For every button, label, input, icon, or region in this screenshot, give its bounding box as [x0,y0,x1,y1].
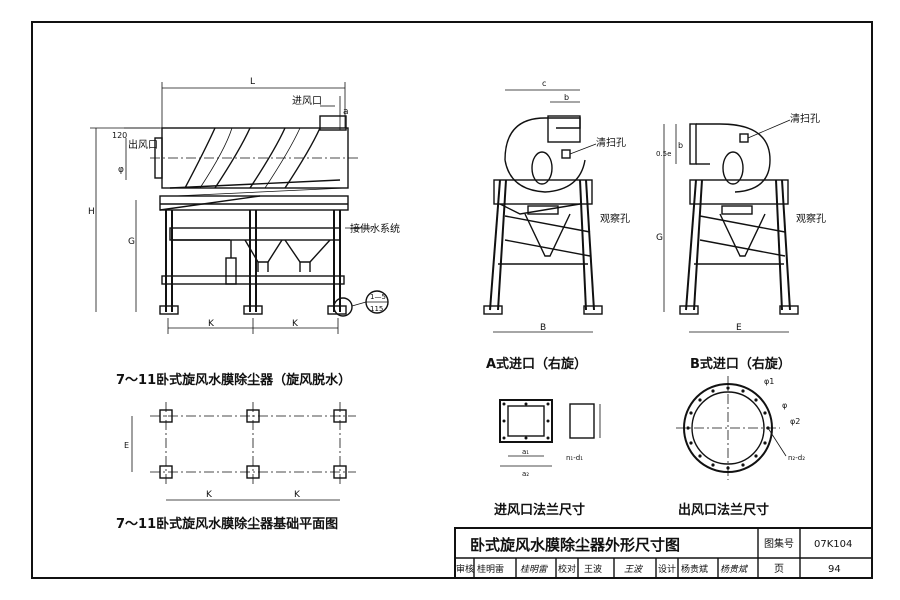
label-cleanout-b: 清扫孔 [790,112,820,125]
page-label: 页 [774,563,784,575]
designer-name: 杨贵斌 [681,563,708,575]
detail-bottom: 115 [370,305,383,313]
label-inlet-top: 进风口 [292,95,322,107]
dim-phi: φ [118,165,124,175]
drawing-frame [31,21,873,579]
design-label: 设计 [658,563,676,575]
detail-top: 1—5 [370,293,386,301]
title-block: 卧式旋风水膜除尘器外形尺寸图 图集号 07K104 审核 桂明雷 桂明雷 校对 … [454,527,873,579]
dim-n2d2: n₂-d₂ [788,454,805,462]
dim-K-2: K [292,319,299,329]
dim-a2: a₂ [522,470,529,478]
detail-ref-circle [333,297,353,317]
dim-L: L [250,77,255,87]
caption-type-b: B式进口（右旋） [690,356,791,372]
label-cleanout-a: 清扫孔 [596,136,626,149]
dim-E-b: E [736,323,742,333]
reviewer-signature: 桂明雷 [520,564,548,575]
review-label: 审核 [456,563,474,575]
dim-halfb: 0.5e [656,150,671,158]
label-outlet: 出风口 [128,138,158,151]
foundation-plan: E K K 7～11卧式旋风水膜除尘器基础平面图 [116,402,356,532]
check-label: 校对 [558,563,576,575]
caption-type-a: A式进口（右旋） [486,356,587,372]
dim-phi-outlet: φ [782,401,787,410]
dim-K-plan-2: K [294,490,301,500]
outlet-flange-bolts [686,386,770,470]
type-b-front-view: 清扫孔 b 0.5e G 观察孔 E B式进口（右旋） [656,112,826,372]
caption-inlet-flange: 进风口法兰尺寸 [494,502,585,518]
main-side-view: L 进风口 a 出风口 120 φ H G [88,77,400,388]
dim-G-b: G [656,233,663,243]
atlas-number: 07K104 [814,539,852,550]
checker-name: 王波 [584,563,602,575]
label-inspection-b: 观察孔 [796,212,826,225]
dim-a1: a₁ [522,448,529,456]
atlas-label: 图集号 [764,537,794,550]
label-inspection-a: 观察孔 [600,212,630,225]
dim-b-a: b [564,93,569,102]
outlet-flange-detail: φ1 φ φ2 n₂-d₂ 出风口法兰尺寸 [676,376,805,518]
dim-K-plan-1: K [206,490,213,500]
dim-b-b: b [678,141,683,150]
dim-K-1: K [208,319,215,329]
label-water-supply: 接供水系统 [350,222,400,235]
dim-E-plan: E [124,441,129,450]
designer-signature: 杨贵斌 [720,564,749,575]
drawing-title: 卧式旋风水膜除尘器外形尺寸图 [470,536,680,554]
checker-signature: 王波 [624,564,644,575]
dim-phi2: φ2 [790,417,800,426]
dim-H: H [88,207,95,217]
reviewer-name: 桂明雷 [477,563,504,575]
dim-G: G [128,237,135,247]
caption-main-view: 7～11卧式旋风水膜除尘器（旋风脱水） [116,372,351,388]
dim-B-a: B [540,323,546,333]
dim-a: a [343,107,349,117]
type-a-front-view: c b 清扫孔 观察孔 B A式进口（右旋） [483,79,630,372]
caption-foundation: 7～11卧式旋风水膜除尘器基础平面图 [116,516,338,532]
inlet-flange-detail: a₁ a₂ n₁-d₁ 进风口法兰尺寸 [494,399,601,518]
dim-n1d1-a: n₁-d₁ [566,454,583,462]
caption-outlet-flange: 出风口法兰尺寸 [678,502,769,518]
dim-c-a: c [542,79,546,88]
label-120: 120 [112,131,127,140]
dim-phi1: φ1 [764,377,774,386]
page-number: 94 [828,564,841,575]
